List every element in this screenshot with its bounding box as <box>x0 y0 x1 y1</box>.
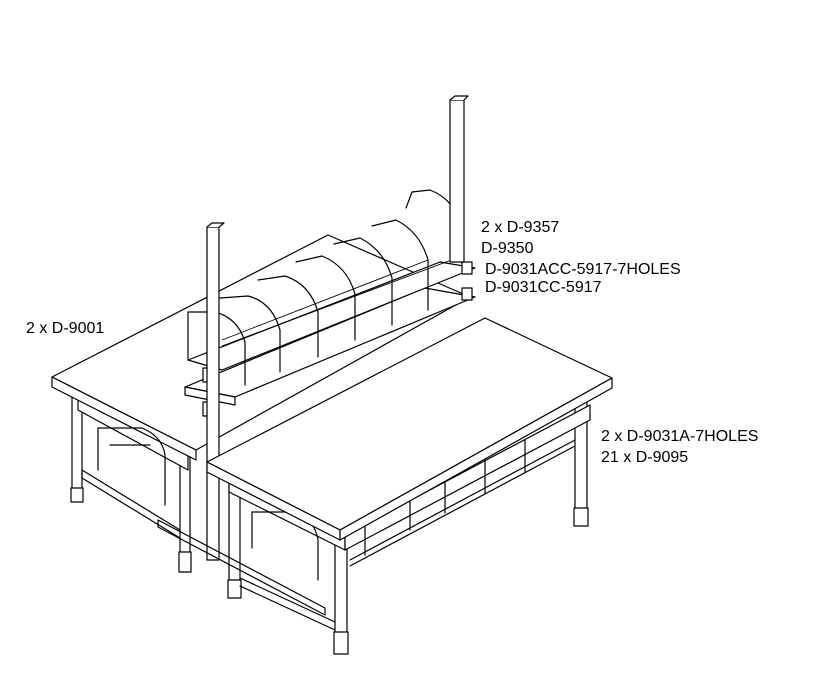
label-top-3: D-9031ACC-5917-7HOLES <box>485 261 681 278</box>
label-top-4: D-9031CC-5917 <box>485 279 602 296</box>
label-left-table: 2 x D-9001 <box>26 320 105 337</box>
label-top-2: D-9350 <box>481 240 534 257</box>
left-table-legs <box>70 391 211 573</box>
label-right-1: 2 x D-9031A-7HOLES <box>601 428 759 445</box>
label-right-2: 21 x D-9095 <box>601 449 689 466</box>
label-top-1: 2 x D-9357 <box>481 219 560 236</box>
right-table <box>157 317 613 655</box>
